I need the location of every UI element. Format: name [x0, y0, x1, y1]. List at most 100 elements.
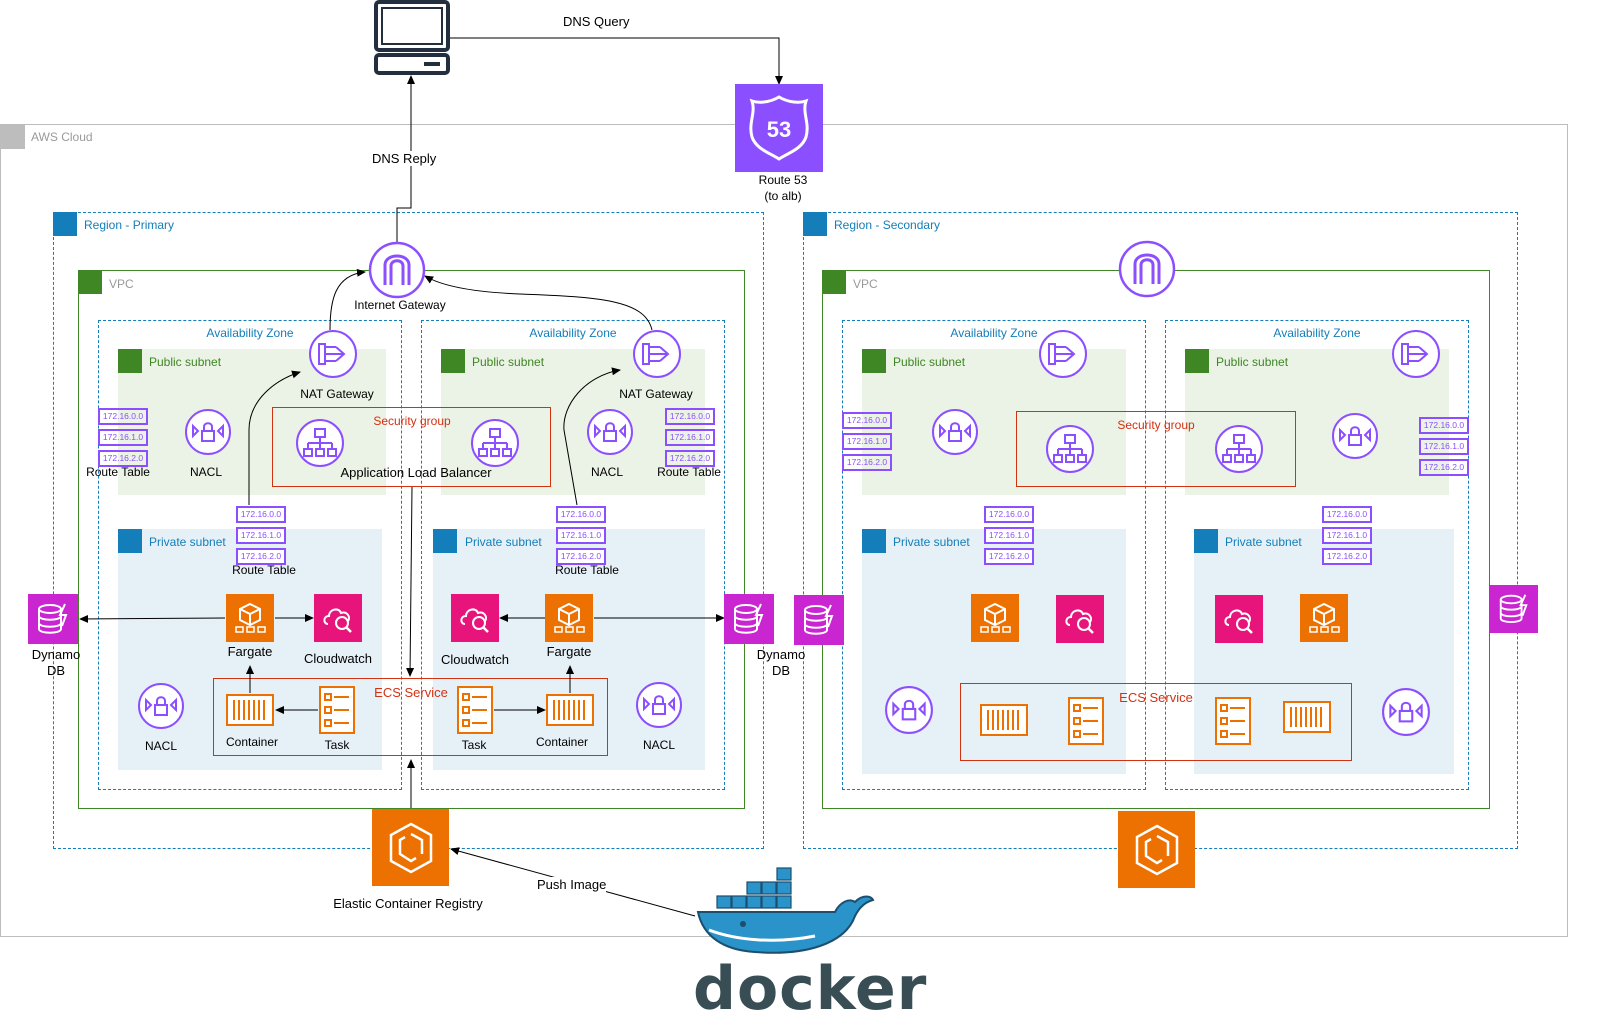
- public-subnet-label: Public subnet: [149, 355, 222, 369]
- dns-query-line: [450, 37, 783, 85]
- route53-badge-text: 53: [767, 117, 791, 142]
- task-icon: [319, 686, 355, 734]
- public-subnet-label: Public subnet: [893, 355, 966, 369]
- aws-cloud-icon: [1, 125, 25, 149]
- load-balancer-icon: [1215, 425, 1263, 473]
- container-icon: [226, 694, 274, 726]
- region-secondary-flag-icon: [803, 212, 827, 236]
- nacl-icon: [185, 409, 231, 455]
- container-label: Container: [535, 735, 589, 749]
- fargate-label: Fargate: [227, 644, 273, 659]
- docker-logo-icon: [696, 867, 875, 954]
- route-table-icon: 172.16.0.0 172.16.1.0 172.16.2.0: [1322, 506, 1372, 565]
- route-entry: 172.16.0.0: [1322, 506, 1372, 523]
- fargate-icon: [971, 594, 1019, 642]
- nacl-label: NACL: [642, 738, 676, 752]
- route-table-icon: 172.16.0.0 172.16.1.0 172.16.2.0: [665, 408, 715, 467]
- route-entry: 172.16.1.0: [236, 527, 286, 544]
- private-subnet-label: Private subnet: [465, 535, 542, 549]
- nat-gateway-icon: [1392, 330, 1440, 378]
- route-entry: 172.16.0.0: [1419, 417, 1469, 434]
- ecr-icon: [1118, 811, 1195, 888]
- route-entry: 172.16.1.0: [842, 433, 892, 450]
- nat-gateway-icon: [309, 330, 357, 378]
- dynamodb-icon: [794, 595, 844, 645]
- task-icon: [1215, 697, 1251, 745]
- lock-icon: [862, 529, 886, 553]
- ecr-label: Elastic Container Registry: [333, 896, 483, 911]
- fargate-icon: [545, 594, 593, 642]
- lock-icon: [1185, 349, 1209, 373]
- nat-to-igw-right: [424, 275, 653, 331]
- region-primary-flag-icon: [53, 212, 77, 236]
- route-entry: 172.16.2.0: [556, 548, 606, 565]
- private-subnet-label: Private subnet: [1225, 535, 1302, 549]
- nacl-label: NACL: [189, 465, 223, 479]
- nacl-icon: [885, 686, 933, 734]
- nat-gateway-icon: [633, 330, 681, 378]
- private-to-nat-right: [563, 367, 621, 506]
- nat-gateway-icon: [1039, 330, 1087, 378]
- az-primary-2-label: Availability Zone: [529, 326, 617, 340]
- fargate-icon: [226, 594, 274, 642]
- route-entry: 172.16.2.0: [1419, 459, 1469, 476]
- az-primary-1-label: Availability Zone: [206, 326, 294, 340]
- route-entry: 172.16.0.0: [236, 506, 286, 523]
- private-to-nat-left: [248, 370, 301, 505]
- lock-icon: [118, 349, 142, 373]
- cloudwatch-icon: [1056, 595, 1104, 643]
- cloudwatch-icon: [1215, 595, 1263, 643]
- public-subnet-s1: [862, 349, 1126, 495]
- private-subnet-label: Private subnet: [149, 535, 226, 549]
- route-entry: 172.16.2.0: [98, 450, 148, 467]
- route-entry: 172.16.1.0: [984, 527, 1034, 544]
- ecs-service-label: ECS Service: [374, 685, 448, 700]
- lock-icon: [862, 349, 886, 373]
- dynamodb-label: Dynamo: [31, 647, 81, 662]
- alb-to-ecs: [406, 486, 415, 677]
- az-secondary-2: [1165, 320, 1469, 790]
- fargate-label: Fargate: [546, 644, 592, 659]
- cloudwatch-label: Cloudwatch: [441, 652, 509, 667]
- load-balancer-icon: [471, 419, 519, 467]
- lock-icon: [118, 529, 142, 553]
- dynamodb-sub-label: DB: [771, 663, 791, 678]
- dynamodb-icon: [28, 594, 78, 644]
- ecs-service-primary: [213, 678, 608, 756]
- aws-cloud-label: AWS Cloud: [31, 130, 93, 144]
- public-subnet-label: Public subnet: [472, 355, 545, 369]
- route-entry: 172.16.2.0: [842, 454, 892, 471]
- route-entry: 172.16.1.0: [1419, 438, 1469, 455]
- public-subnet-label: Public subnet: [1216, 355, 1289, 369]
- route53-icon: 53: [735, 84, 823, 172]
- lock-icon: [1194, 529, 1218, 553]
- docker-wordmark: docker: [693, 954, 928, 1024]
- security-group-secondary: [1016, 411, 1296, 487]
- vpc-primary-icon: [78, 270, 102, 294]
- az-primary-1: [98, 320, 402, 790]
- route-table-label: Route Table: [232, 563, 296, 577]
- nacl-label: NACL: [144, 739, 178, 753]
- container-icon: [1283, 701, 1331, 733]
- cloudwatch-icon: [451, 594, 499, 642]
- security-group-primary: [272, 407, 551, 487]
- nacl-icon: [932, 409, 978, 455]
- route-table-icon: 172.16.0.0 172.16.1.0 172.16.2.0: [98, 408, 148, 467]
- route-entry: 172.16.0.0: [98, 408, 148, 425]
- route-entry: 172.16.0.0: [556, 506, 606, 523]
- nat-to-igw-left: [329, 268, 366, 331]
- ecs-service-label: ECS Service: [1119, 690, 1193, 705]
- fargate-to-dynamo-left: [79, 614, 226, 623]
- route-entry: 172.16.2.0: [236, 548, 286, 565]
- route-entry: 172.16.2.0: [665, 450, 715, 467]
- cloudwatch-icon: [314, 594, 362, 642]
- cloudwatch-label: Cloudwatch: [304, 651, 372, 666]
- dns-reply-line: [396, 75, 415, 243]
- az-secondary-1-label: Availability Zone: [950, 326, 1038, 340]
- nacl-icon: [636, 682, 682, 728]
- load-balancer-icon: [296, 419, 344, 467]
- route-table-label: Route Table: [555, 563, 619, 577]
- route-entry: 172.16.0.0: [665, 408, 715, 425]
- route-entry: 172.16.2.0: [1322, 548, 1372, 565]
- nat-gateway-label: NAT Gateway: [300, 387, 374, 401]
